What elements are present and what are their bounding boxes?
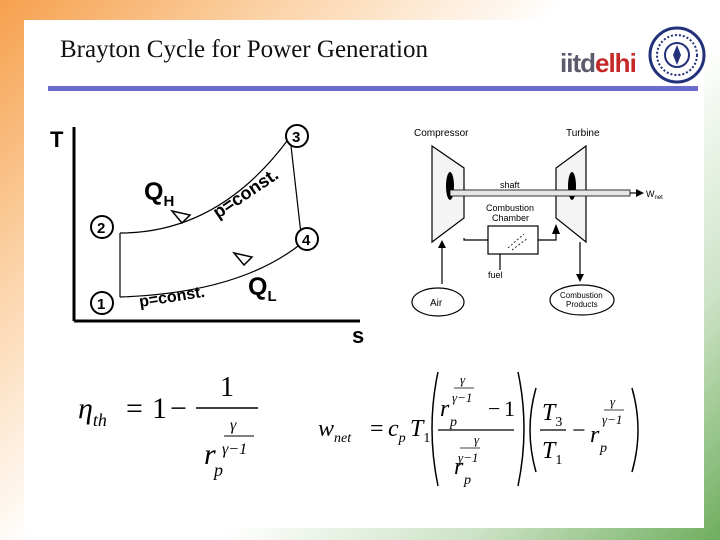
title-divider xyxy=(48,86,698,91)
svg-text:γ: γ xyxy=(474,432,480,447)
heat-in-label: QH xyxy=(144,178,174,210)
t1-den-symbol: T1 xyxy=(542,438,562,468)
institute-seal-icon xyxy=(648,26,706,84)
t3-symbol: T3 xyxy=(542,400,562,430)
slide-title: Brayton Cycle for Power Generation xyxy=(60,36,428,63)
svg-text:2: 2 xyxy=(97,220,105,237)
cp-symbol: cp xyxy=(388,416,406,446)
state-marker-1: 1 xyxy=(90,291,114,315)
products-node xyxy=(549,284,615,316)
svg-text:p: p xyxy=(463,473,471,488)
logo-part-1: iitd xyxy=(560,48,596,78)
slide-content-area xyxy=(24,20,704,528)
svg-text:γ−1: γ−1 xyxy=(452,390,472,405)
fuel-label: fuel xyxy=(488,270,503,280)
brayton-schematic: Compressor Turbine shaft Wnet Combustion… xyxy=(411,128,663,317)
products-label-line-2: Products xyxy=(566,300,598,309)
s-axis-label: s xyxy=(352,323,364,348)
svg-text:−: − xyxy=(488,396,500,421)
compressor-label: Compressor xyxy=(414,128,469,139)
state-marker-3: 3 xyxy=(285,124,309,148)
svg-text:p: p xyxy=(449,415,457,430)
w-den-r: r xyxy=(454,454,464,480)
w-r: r xyxy=(590,422,600,448)
w-net-symbol: wnet xyxy=(318,416,352,446)
right-paren-1 xyxy=(517,371,525,487)
iitd-logo-text: iitdelhi xyxy=(560,48,637,79)
eta-one: 1 xyxy=(152,392,167,425)
eta-equals: = xyxy=(126,392,143,425)
chamber-label-line-1: Combustion xyxy=(486,203,534,213)
combustion-chamber xyxy=(487,225,539,255)
left-paren-2 xyxy=(529,387,537,473)
shaft-label: shaft xyxy=(500,180,520,190)
work-net-label: Wnet xyxy=(646,189,663,201)
net-work-equation: wnet = cp T1 γ γ−1 r p − 1 γ γ−1 r p T3 … xyxy=(318,371,639,488)
svg-text:3: 3 xyxy=(292,129,300,146)
svg-text:γ−1: γ−1 xyxy=(602,412,622,427)
eta-minus: − xyxy=(170,392,187,425)
upper-isobar-curve xyxy=(119,136,291,234)
svg-text:−: − xyxy=(572,418,586,444)
ts-diagram: T s 1 2 3 4 QH p=const. QL p=const. xyxy=(50,124,364,348)
w-equals: = xyxy=(370,416,384,442)
eta-numerator: 1 xyxy=(220,372,234,403)
heat-in-arrow-icon xyxy=(170,209,192,225)
shaft xyxy=(449,189,631,197)
work-arrow-icon xyxy=(636,189,644,197)
logo-part-2: elhi xyxy=(595,48,637,78)
state-marker-2: 2 xyxy=(90,215,114,239)
chamber-label-line-2: Chamber xyxy=(492,213,529,223)
lower-isobar-curve xyxy=(119,242,303,298)
heat-out-arrow-icon xyxy=(232,251,254,267)
expansion-line xyxy=(289,136,303,244)
efficiency-equation: ηth = 1 − 1 r p γ γ−1 xyxy=(78,372,258,480)
svg-text:1: 1 xyxy=(504,396,515,421)
t-axis-label: T xyxy=(50,127,64,152)
left-paren-1 xyxy=(431,371,439,487)
svg-text:4: 4 xyxy=(302,232,311,249)
heat-out-label: QL xyxy=(248,273,277,305)
lower-isobar-label: p=const. xyxy=(138,284,206,311)
eta-exp-gamma: γ xyxy=(230,417,237,434)
eta-denominator-p: p xyxy=(212,460,223,480)
air-label: Air xyxy=(430,298,443,309)
t1-symbol: T1 xyxy=(410,416,430,446)
svg-text:1: 1 xyxy=(97,296,105,313)
eta-symbol: ηth xyxy=(78,392,107,430)
upper-isobar-label: p=const. xyxy=(209,164,282,222)
flame-icon xyxy=(507,233,529,251)
svg-text:γ: γ xyxy=(460,372,466,387)
eta-denominator-r: r xyxy=(204,438,216,471)
svg-text:γ−1: γ−1 xyxy=(458,450,478,465)
turbine-label: Turbine xyxy=(566,128,600,139)
w-num-r: r xyxy=(440,396,450,422)
svg-text:γ: γ xyxy=(610,394,616,409)
eta-exp-gamma-minus-1: γ−1 xyxy=(222,441,247,458)
svg-text:p: p xyxy=(599,441,607,456)
air-node xyxy=(411,287,465,317)
right-paren-2 xyxy=(631,387,639,473)
state-marker-4: 4 xyxy=(295,227,319,251)
products-label-line-1: Combustion xyxy=(560,291,603,300)
